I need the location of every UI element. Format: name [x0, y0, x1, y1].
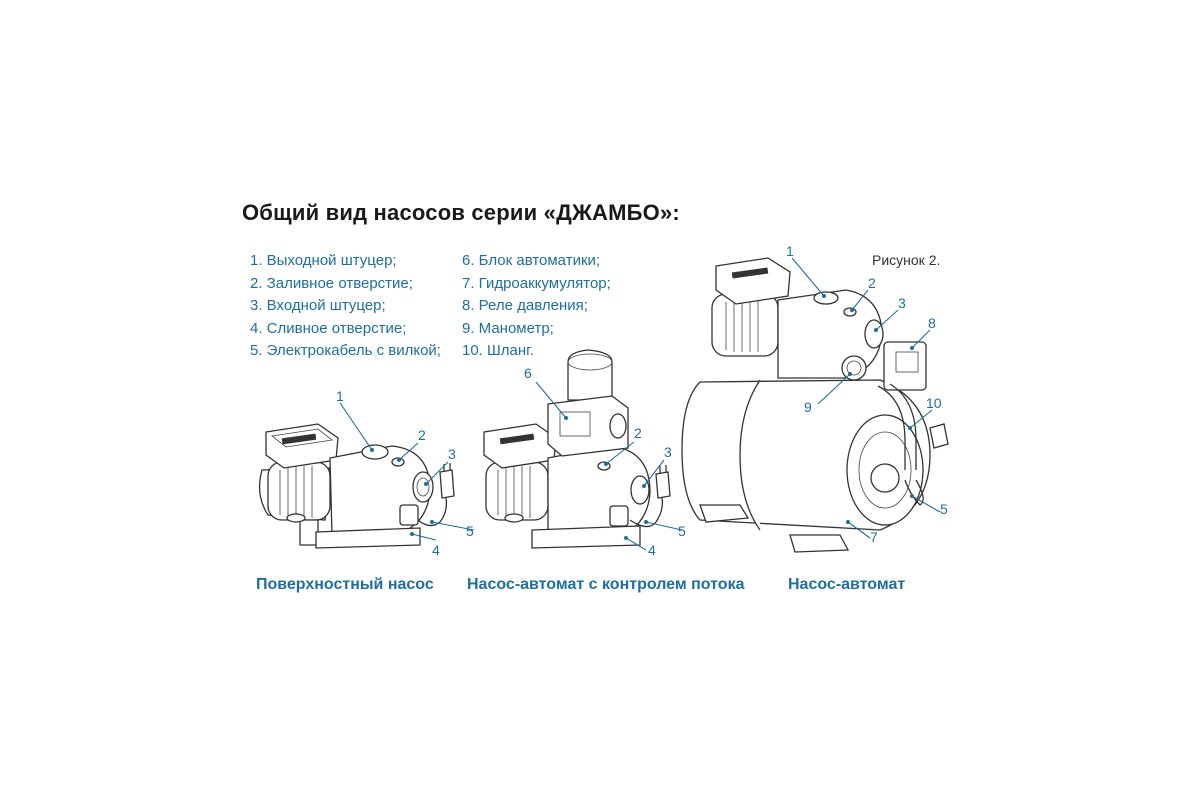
- caption-surface-pump: Поверхностный насос: [256, 576, 434, 593]
- legend-item: 6. Блок автоматики;: [462, 252, 601, 269]
- diagram-title: Общий вид насосов серии «ДЖАМБО»:: [242, 200, 680, 225]
- callout-number: 3: [898, 295, 906, 311]
- callout-number: 3: [448, 446, 456, 462]
- callout-number: 9: [804, 399, 812, 415]
- legend-left-column: 1. Выходной штуцер; 2. Заливное отверсти…: [250, 250, 441, 363]
- callout-number: 4: [432, 542, 440, 558]
- legend-item: 7. Гидроаккумулятор;: [462, 274, 611, 292]
- callout-number: 1: [786, 243, 794, 259]
- callout-number: 2: [634, 425, 642, 441]
- legend-item: 9. Манометр;: [462, 319, 554, 337]
- legend-item: 5. Электрокабель с вилкой;: [250, 342, 441, 359]
- caption-flow-control-pump: Насос-автомат с контролем потока: [467, 576, 745, 593]
- callout-number: 2: [868, 275, 876, 291]
- callout-number: 5: [940, 501, 948, 517]
- callout-number: 7: [870, 529, 878, 545]
- legend-item: 3. Входной штуцер;: [250, 297, 386, 314]
- callout-number: 2: [418, 427, 426, 443]
- callout-number: 1: [336, 388, 344, 404]
- caption-pump-station: Насос-автомат: [788, 576, 906, 593]
- surface-pump-illustration: 1 2 3 4 5: [258, 388, 475, 558]
- legend-item: 2. Заливное отверстие;: [250, 274, 413, 292]
- pump-station-illustration: 1 2 3 8 9 10 5 7: [681, 243, 949, 553]
- legend-item: 4. Сливное отверстие;: [250, 319, 407, 337]
- callout-number: 3: [664, 444, 672, 460]
- figure-number: Рисунок 2.: [872, 252, 941, 268]
- legend-item: 8. Реле давления;: [462, 297, 588, 314]
- legend-right-column: 6. Блок автоматики; 7. Гидроаккумулятор;…: [462, 250, 611, 363]
- callout-number: 10: [926, 395, 942, 411]
- legend-item: 1. Выходной штуцер;: [250, 252, 397, 269]
- callout-number: 5: [678, 523, 686, 539]
- callout-number: 8: [928, 315, 936, 331]
- legend-item: 10. Шланг.: [462, 342, 534, 359]
- callout-number: 6: [524, 365, 532, 381]
- flow-control-pump-illustration: 6 2 3 4 5: [483, 349, 686, 558]
- callout-number: 5: [466, 523, 474, 539]
- callout-number: 4: [648, 542, 656, 558]
